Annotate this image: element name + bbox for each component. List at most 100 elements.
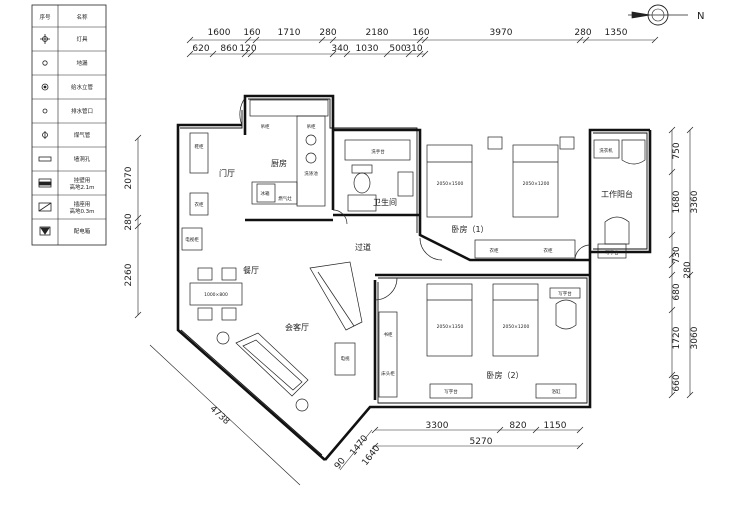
dimension-lines: [137, 39, 691, 486]
fixture-bathtub: 浴缸: [552, 388, 561, 395]
fixture-nightstand: 床头柜: [381, 370, 395, 377]
dim-tick: [686, 271, 694, 279]
dim-right-inner-5: 680: [672, 283, 682, 300]
dim-diagonal-1: 4738: [208, 404, 232, 427]
dim-tick: [576, 426, 584, 434]
dim-tick: [134, 214, 142, 222]
room-bedroom2: 卧房（2）: [486, 370, 523, 380]
dim-tick: [329, 36, 337, 44]
legend-item-name: 墙洞孔: [74, 155, 91, 163]
legend-item-name: 配电箱: [74, 227, 91, 235]
dim-tick: [668, 371, 676, 379]
north-arrow: N: [628, 4, 704, 26]
room-bathroom: 卫生间: [373, 197, 397, 207]
dim-top-inner-3: 120: [239, 44, 256, 54]
dim-left: 2070 280 2260: [124, 166, 134, 286]
dim-tick: [668, 251, 676, 259]
fixture-sink-counter: 洗涤池: [304, 170, 318, 177]
dim-tick: [209, 50, 217, 58]
dim-left-2: 280: [124, 213, 134, 230]
dim-tick: [686, 391, 694, 399]
fixture-labels: 吊柜 吊柜 冰箱 燃气灶 洗涤池 鞋柜 衣柜 电视柜 1000×800 洗手台 …: [185, 123, 619, 395]
legend-item-name: 煤气管: [74, 131, 91, 139]
fixture-desk3: 写字台: [444, 388, 458, 395]
fixture-kitchen-top-b: 吊柜: [307, 123, 316, 130]
dim-tick: [134, 311, 142, 319]
dim-tick: [421, 50, 429, 58]
dim-bottom: 3300 820 1150 5270: [426, 421, 567, 447]
dim-tick: [318, 36, 326, 44]
dim-tick: [329, 50, 337, 58]
legend-item-note: 高地0.3m: [69, 207, 94, 215]
legend-item-name: 给水立管: [71, 83, 94, 91]
dim-top-outer-6: 160: [412, 28, 429, 38]
dim-tick: [343, 50, 351, 58]
fixture-bed2a: 2050×1350: [437, 324, 464, 330]
dim-top-inner-5: 1030: [356, 44, 379, 54]
dim-top-outer-8: 280: [574, 28, 591, 38]
dim-tick: [668, 261, 676, 269]
dim-top-outer-4: 280: [319, 28, 336, 38]
dim-tick: [668, 271, 676, 279]
dim-tick: [416, 36, 424, 44]
dim-tick: [371, 426, 379, 434]
thin-walls: [180, 98, 648, 456]
dim-tick: [668, 168, 676, 176]
dim-top-inner-1: 620: [192, 44, 209, 54]
dim-tick: [371, 442, 379, 450]
dim-tick: [244, 36, 252, 44]
room-living: 会客厅: [285, 322, 309, 332]
dim-top-outer-2: 160: [243, 28, 260, 38]
dim-tick: [576, 36, 584, 44]
walls: [176, 94, 652, 461]
dim-tick: [668, 231, 676, 239]
north-label: N: [697, 11, 704, 22]
legend-item-name: 插座用: [74, 200, 91, 208]
fixtures: [181, 99, 646, 412]
gas-pipe-icon: [42, 131, 48, 139]
fixture-tv-cabinet: 电视柜: [185, 236, 199, 243]
fixture-dining-table: 1000×800: [204, 292, 228, 298]
dim-diagonal-4: 90: [333, 456, 348, 471]
room-foyer: 门厅: [219, 168, 235, 178]
outlet-icon: [40, 34, 50, 44]
room-dining: 餐厅: [243, 266, 259, 275]
high-outlet-icon: [38, 178, 52, 188]
dim-tick: [576, 442, 584, 450]
dim-tick: [134, 222, 142, 230]
legend-item-name: 地漏: [76, 59, 88, 67]
dim-right-outer-1: 3360: [690, 190, 700, 213]
fixture-coat-rack: 衣柜: [195, 201, 204, 208]
dim-top-inner-7: 310: [405, 44, 422, 54]
room-bedroom1: 卧房（1）: [451, 224, 488, 234]
dim-tick: [686, 126, 694, 134]
dim-right: 3360 3060 750 1680 730 280 680 1720 660: [672, 142, 700, 391]
dim-right-inner-2: 1680: [672, 190, 682, 213]
dim-right-inner-6: 1720: [672, 326, 682, 349]
dim-tick: [651, 36, 659, 44]
dim-tick: [405, 50, 413, 58]
dim-bottom-outer-1: 5270: [470, 437, 493, 447]
dim-bottom-inner-1: 3300: [426, 421, 449, 431]
dim-top-outer-3: 1710: [278, 28, 301, 38]
legend-item-name: 排水管口: [71, 107, 93, 115]
fixture-stove: 燃气灶: [278, 195, 292, 202]
wall-vent-icon: [38, 156, 52, 162]
dim-tick: [582, 36, 590, 44]
dim-right-inner-4: 280: [683, 261, 693, 278]
dim-diagonal: 4738 1470 1640 90: [208, 404, 383, 471]
fixture-shoe-cabinet: 鞋柜: [195, 143, 204, 150]
dim-top-inner-2: 860: [220, 44, 237, 54]
low-outlet-icon: [38, 202, 52, 212]
dim-tick: [668, 126, 676, 134]
legend: 序号 名称 灯具地漏给水立管排水管口煤气管墙洞孔挂壁用高地2.1m插座用高地0.…: [31, 4, 107, 246]
dim-tick: [134, 134, 142, 142]
dim-top-inner-4: 340: [331, 44, 348, 54]
dim-top-inner-6: 500: [389, 44, 406, 54]
dim-tick: [668, 391, 676, 399]
water-supply-icon: [41, 83, 49, 91]
dim-bottom-inner-3: 1150: [544, 421, 567, 431]
room-kitchen: 厨房: [271, 158, 287, 168]
legend-header-index: 序号: [39, 13, 51, 21]
dim-tick: [416, 50, 424, 58]
